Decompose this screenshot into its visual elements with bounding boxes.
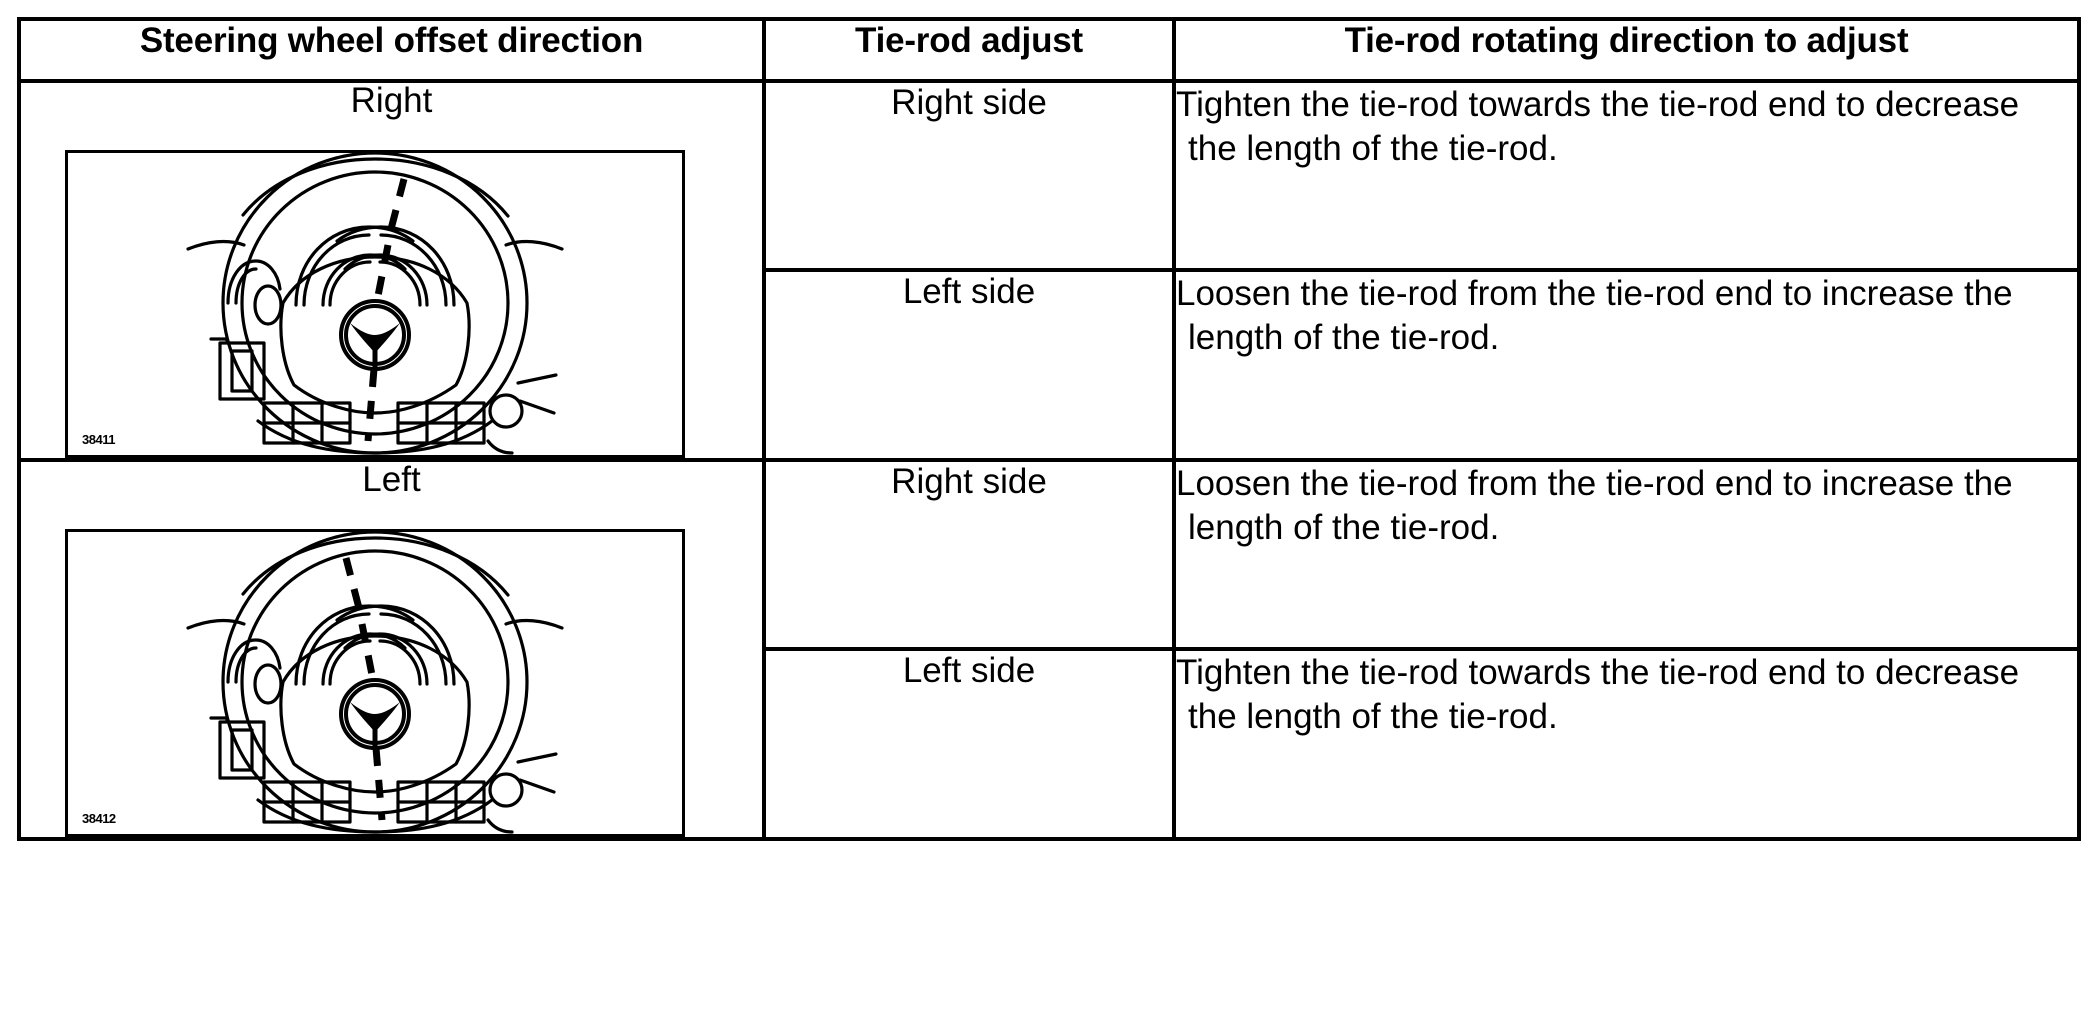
table-row: Left side Loosen the tie-rod from the ti… bbox=[19, 268, 2081, 462]
table-row: Left side Tighten the tie-rod towards th… bbox=[19, 647, 2081, 841]
figure-code-label: 38411 bbox=[82, 431, 115, 447]
tie-rod-adjustment-table: Steering wheel offset direction Tie-rod … bbox=[17, 17, 2081, 841]
tie-rod-rotation-text: Tighten the tie-rod towards the tie-rod … bbox=[1176, 85, 2020, 169]
mazda-logo-icon bbox=[339, 298, 411, 371]
tie-rod-rotation-cell: Tighten the tie-rod towards the tie-rod … bbox=[1172, 78, 2081, 273]
tie-rod-rotation-cell: Tighten the tie-rod towards the tie-rod … bbox=[1172, 647, 2081, 841]
tie-rod-rotation-cell: Loosen the tie-rod from the tie-rod end … bbox=[1172, 457, 2081, 652]
steering-direction-label: Right bbox=[350, 81, 433, 120]
tie-rod-rotation-cell: Loosen the tie-rod from the tie-rod end … bbox=[1172, 268, 2081, 462]
table-header: Steering wheel offset direction Tie-rod … bbox=[17, 17, 2081, 83]
steering-direction-cell-left: Left bbox=[17, 457, 766, 841]
tie-rod-adjust-cell: Right side bbox=[762, 457, 1176, 652]
table-row: Right bbox=[17, 78, 2081, 462]
tie-rod-rotation-text: Loosen the tie-rod from the tie-rod end … bbox=[1176, 274, 2013, 358]
figure-code-label: 38412 bbox=[82, 810, 116, 826]
tie-rod-rotation-text: Loosen the tie-rod from the tie-rod end … bbox=[1176, 463, 2013, 547]
steering-wheel-drawing bbox=[186, 531, 564, 834]
column-header-steering-direction: Steering wheel offset direction bbox=[17, 17, 766, 83]
tie-rod-adjust-cell: Left side bbox=[762, 268, 1176, 462]
steering-direction-cell-right: Right bbox=[17, 79, 766, 462]
table-header-row: Steering wheel offset direction Tie-rod … bbox=[17, 17, 2081, 83]
mazda-logo-icon bbox=[339, 677, 411, 750]
tie-rod-adjust-cell: Right side bbox=[762, 78, 1176, 273]
steering-wheel-illustration-right: 38411 bbox=[65, 149, 685, 458]
tie-rod-rotation-text: Tighten the tie-rod towards the tie-rod … bbox=[1176, 653, 2020, 737]
column-header-tie-rod-rotating-direction: Tie-rod rotating direction to adjust bbox=[1172, 17, 2081, 83]
offset-mark-dashed-line bbox=[364, 177, 408, 442]
steering-direction-label: Left bbox=[362, 459, 421, 499]
offset-mark-dashed-line bbox=[342, 556, 386, 820]
steering-wheel-illustration-left: 38412 bbox=[65, 528, 685, 837]
table-body: Right bbox=[17, 78, 2081, 841]
table-row: Left bbox=[17, 457, 2081, 841]
steering-wheel-drawing bbox=[186, 152, 564, 455]
tie-rod-adjust-cell: Left side bbox=[762, 647, 1176, 841]
column-header-tie-rod-adjust: Tie-rod adjust bbox=[762, 17, 1176, 83]
